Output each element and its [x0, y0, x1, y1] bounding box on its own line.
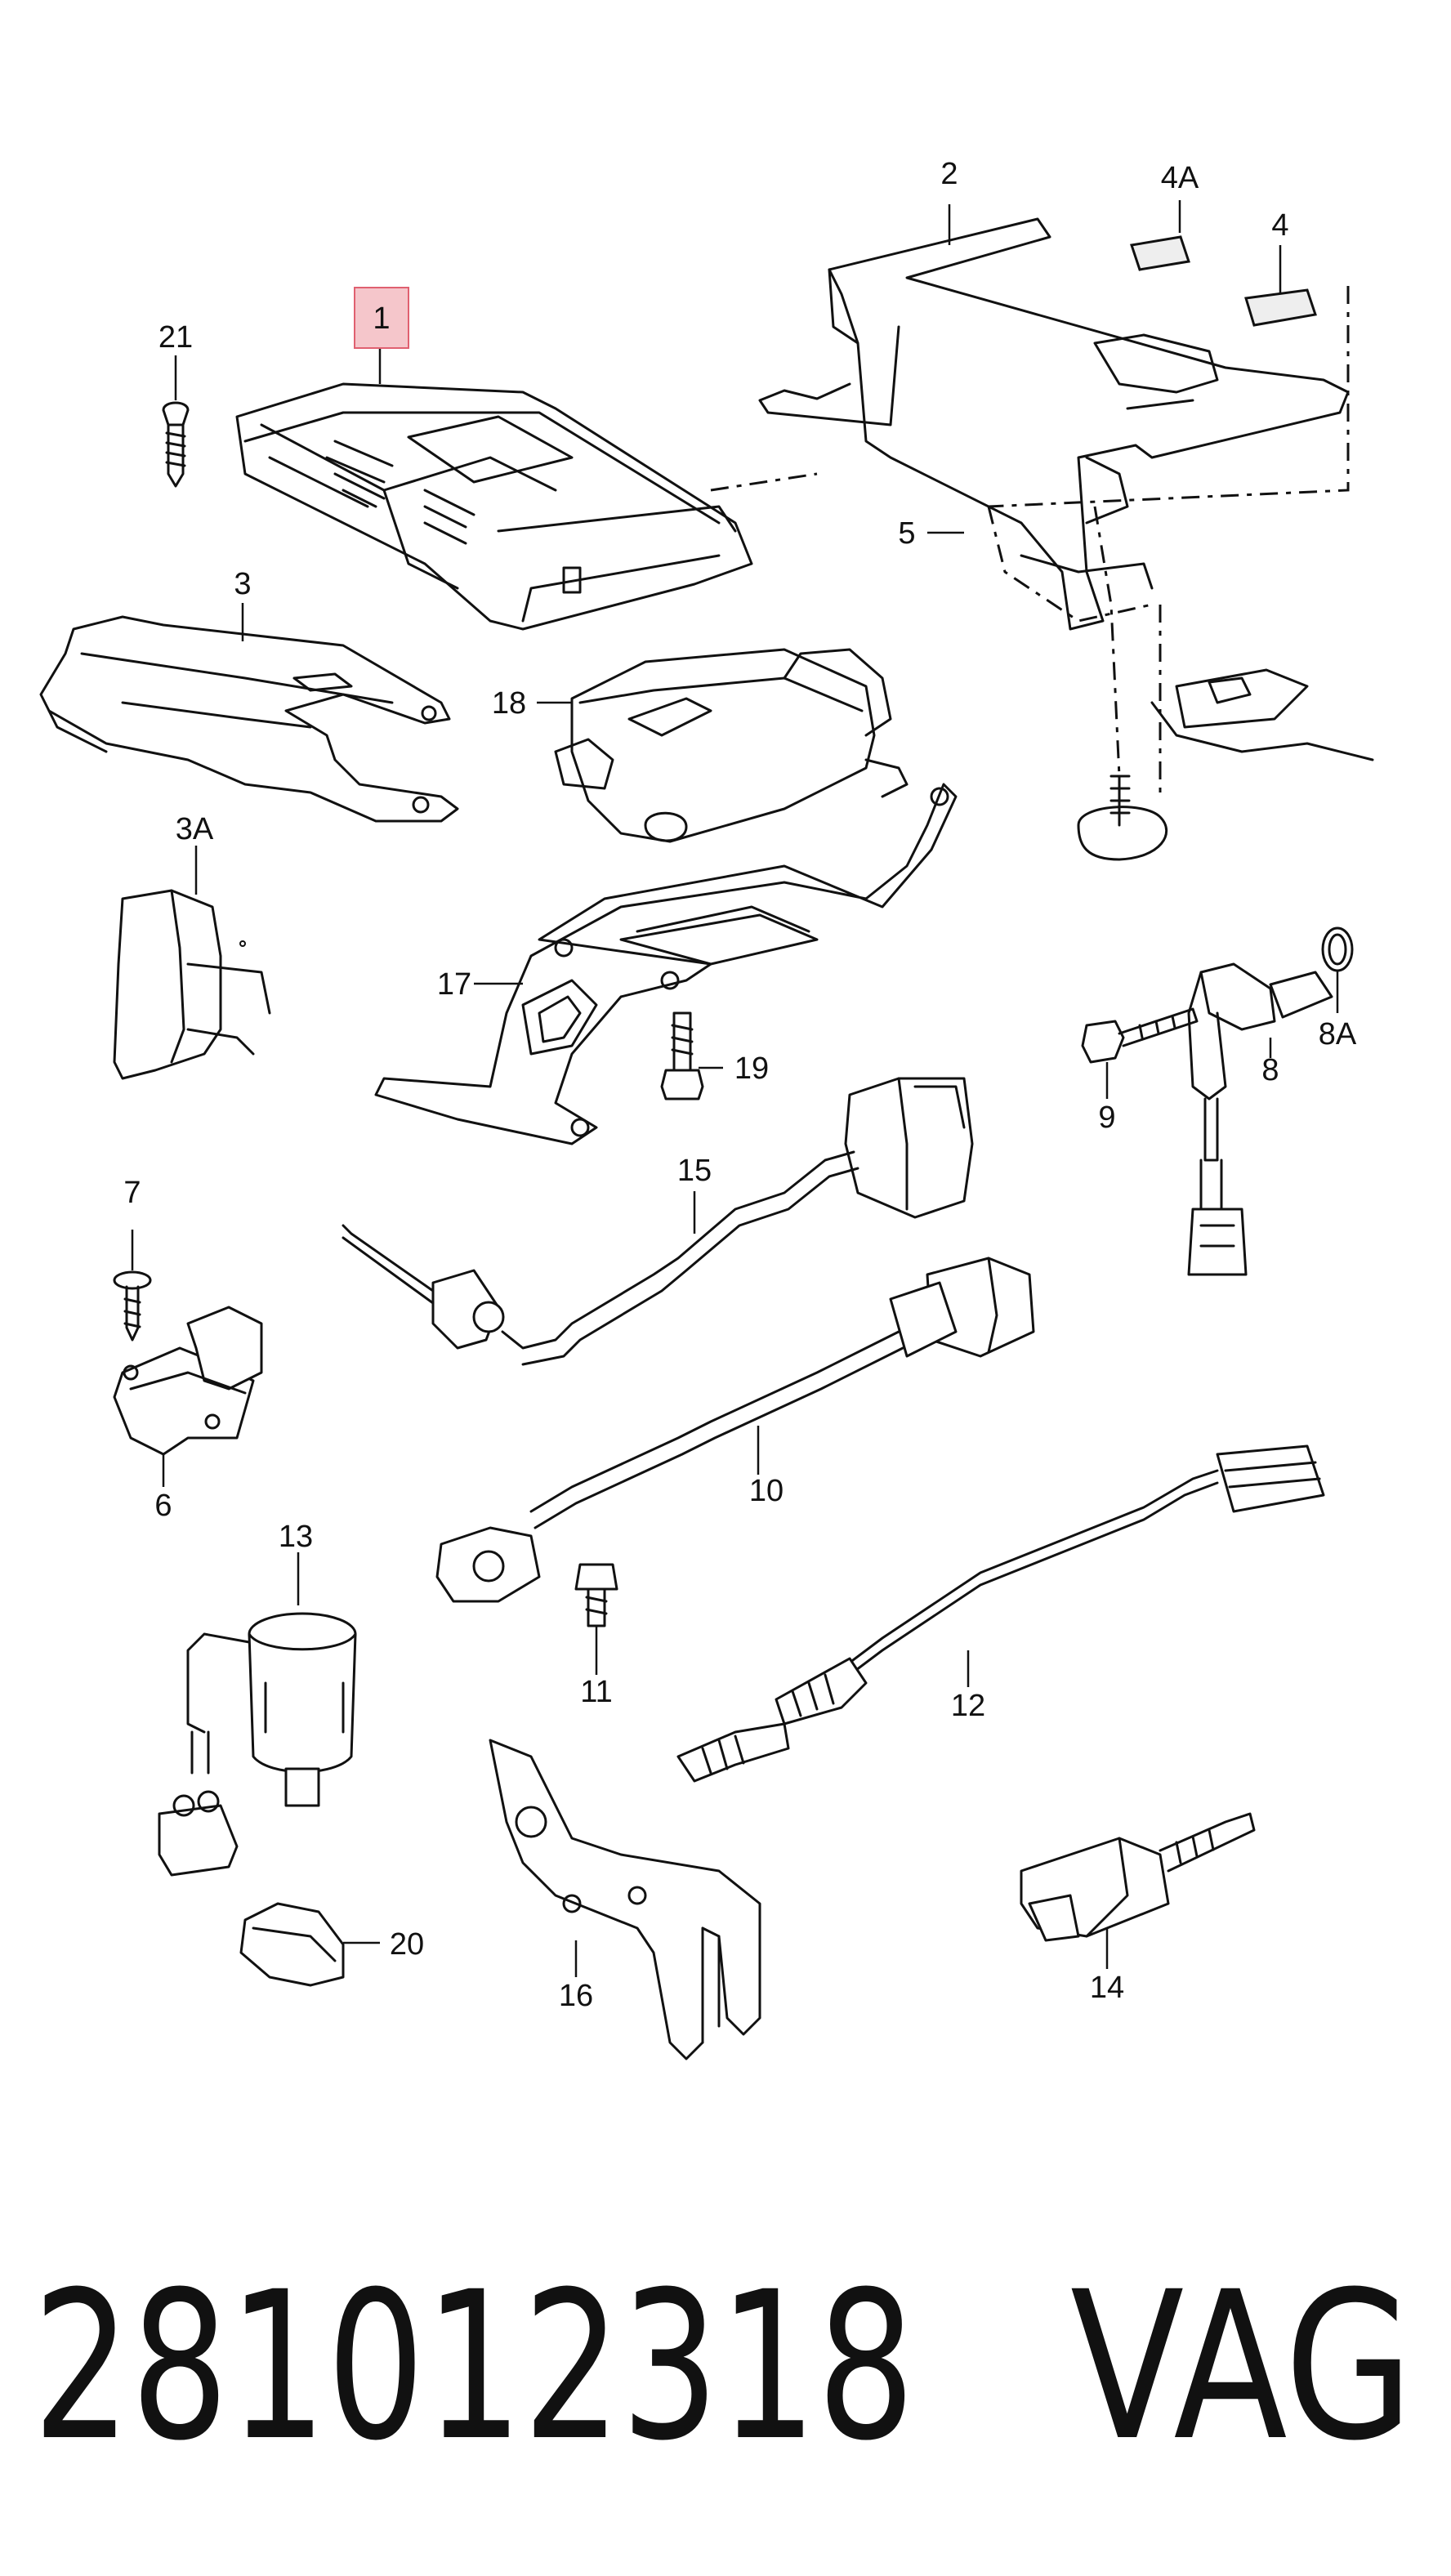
part-number: 281012318 [33, 2248, 915, 2485]
callout-7[interactable]: 7 [123, 1176, 141, 1210]
leader-lines [131, 200, 1339, 1977]
part-13-valve [158, 1612, 357, 1877]
part-10-knock-sensor [435, 1257, 1035, 1603]
callout-6[interactable]: 6 [154, 1489, 172, 1523]
callout-8[interactable]: 8 [1261, 1053, 1279, 1087]
part-3a-bracket [113, 889, 271, 1080]
part-7-screw [113, 1270, 152, 1342]
callout-2[interactable]: 2 [940, 157, 958, 191]
callout-8a[interactable]: 8A [1319, 1017, 1357, 1051]
part-14-switch [1020, 1812, 1256, 1942]
callout-3[interactable]: 3 [234, 567, 251, 601]
callout-18[interactable]: 18 [492, 686, 526, 721]
part-12-lambda-probe [676, 1444, 1325, 1783]
part-9-bolt [1081, 1007, 1199, 1064]
footer: 281012318 VAG [33, 2248, 1413, 2485]
callout-1-highlight [354, 287, 409, 349]
part-3-bracket [39, 615, 459, 823]
callout-17[interactable]: 17 [437, 967, 471, 1002]
callout-21[interactable]: 21 [158, 320, 193, 355]
callout-19[interactable]: 19 [734, 1051, 769, 1086]
callout-20[interactable]: 20 [390, 1927, 424, 1962]
callout-labels: 1 2 3 3A 4 4A 5 6 7 8 8A 9 10 11 12 13 1… [123, 157, 1356, 2013]
callout-13[interactable]: 13 [279, 1520, 313, 1554]
part-15-sensor-cable [342, 1077, 974, 1366]
part-11-bolt [574, 1563, 618, 1627]
part-6-sensor [113, 1306, 263, 1456]
callout-4[interactable]: 4 [1271, 208, 1288, 243]
part-1-ecu [235, 382, 753, 631]
part-4-pad [1244, 288, 1317, 327]
part-8-sensor [1187, 962, 1333, 1276]
part-19-bolt [660, 1011, 704, 1100]
callout-5[interactable]: 5 [898, 516, 915, 551]
part-20-clip [239, 1902, 345, 1987]
part-16-bracket [489, 1739, 761, 2060]
part-18-module [554, 648, 909, 843]
callout-4a[interactable]: 4A [1161, 161, 1199, 195]
callout-10[interactable]: 10 [749, 1474, 784, 1508]
callout-3a[interactable]: 3A [176, 812, 214, 846]
part-4a-pad [1130, 235, 1190, 271]
callout-15[interactable]: 15 [677, 1154, 712, 1188]
part-8a-o-ring [1321, 926, 1354, 972]
callout-12[interactable]: 12 [951, 1689, 985, 1723]
callout-11[interactable]: 11 [580, 1675, 612, 1709]
brand-name: VAG [1070, 2248, 1413, 2485]
part-2-mounting-tray [710, 217, 1374, 861]
part-21-screw [162, 401, 190, 488]
callout-1[interactable]: 1 [373, 301, 390, 336]
callout-16[interactable]: 16 [559, 1979, 593, 2013]
callout-9[interactable]: 9 [1098, 1100, 1115, 1135]
callout-14[interactable]: 14 [1090, 1971, 1124, 2005]
